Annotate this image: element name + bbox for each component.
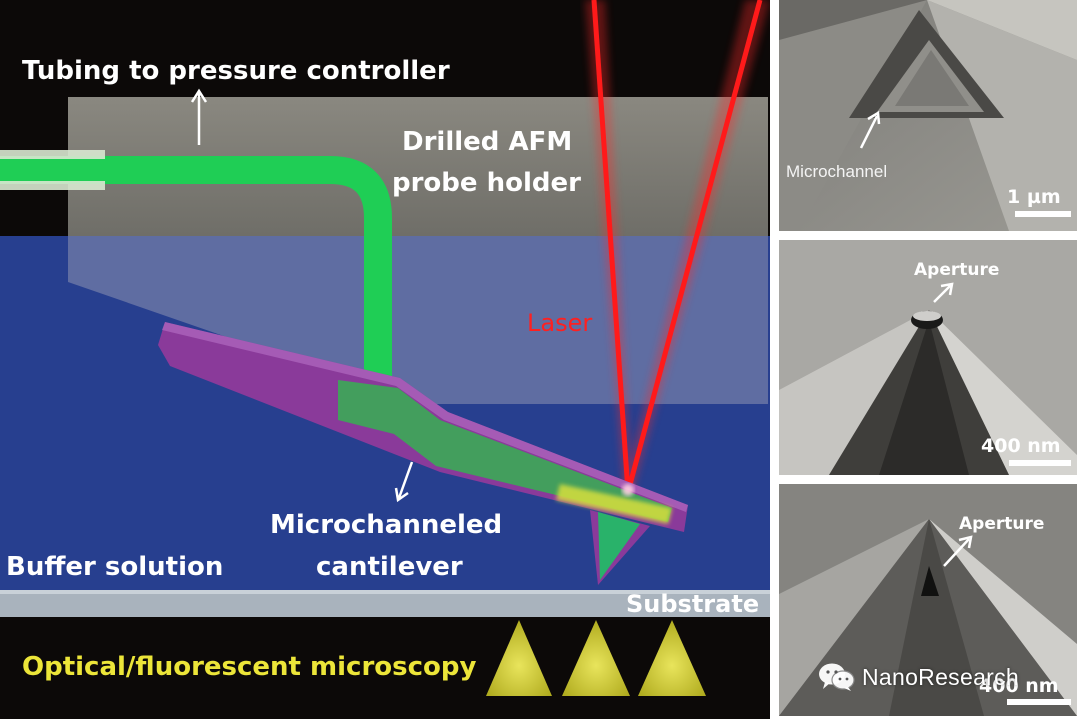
tubing <box>0 150 392 392</box>
cantilever-label-line2: cantilever <box>316 552 463 582</box>
aperture-arrow-icon-1 <box>933 282 954 303</box>
holder-label-line1: Drilled AFM <box>402 127 572 157</box>
microchanneled-cantilever <box>158 322 688 585</box>
tubing-arrow-icon <box>190 88 208 145</box>
sem3-scale-bar <box>1007 699 1071 705</box>
sem2-label: Aperture <box>914 260 999 280</box>
afm-schematic: Tubing to pressure controller Drilled AF… <box>0 0 770 719</box>
sem3-scale-label: 400 nm <box>979 675 1059 697</box>
sem2-scale-label: 400 nm <box>981 435 1061 457</box>
aperture-arrow-icon-2 <box>943 535 973 567</box>
sem1-label: Microchannel <box>786 162 887 181</box>
buffer-label: Buffer solution <box>6 552 223 582</box>
tubing-label: Tubing to pressure controller <box>22 56 450 86</box>
sem3-label: Aperture <box>959 514 1044 534</box>
sem-image-microchannel: Microchannel 1 µm <box>779 0 1077 231</box>
laser-beams <box>585 0 770 495</box>
microscopy-label: Optical/fluorescent microscopy <box>22 652 476 682</box>
laser-label: Laser <box>527 309 592 337</box>
watermark: NanoResearch <box>818 660 1058 694</box>
holder-label-line2: probe holder <box>392 168 581 198</box>
sem1-scale-label: 1 µm <box>1007 186 1061 208</box>
sem2-scale-bar <box>1009 460 1071 466</box>
sem1-scale-bar <box>1015 211 1071 217</box>
probe-holder-submerged <box>68 236 768 404</box>
substrate <box>0 590 770 617</box>
sem-image-aperture-top: Aperture 400 nm <box>779 240 1077 475</box>
microchannel-arrow-icon <box>859 110 881 149</box>
watermark-text: NanoResearch <box>862 663 1020 690</box>
wechat-icon <box>819 663 855 691</box>
cantilever-arrow-icon <box>394 461 414 503</box>
microscopy-light-cones <box>486 620 706 696</box>
substrate-label: Substrate <box>626 590 759 618</box>
cantilever-label-line1: Microchanneled <box>270 510 502 540</box>
